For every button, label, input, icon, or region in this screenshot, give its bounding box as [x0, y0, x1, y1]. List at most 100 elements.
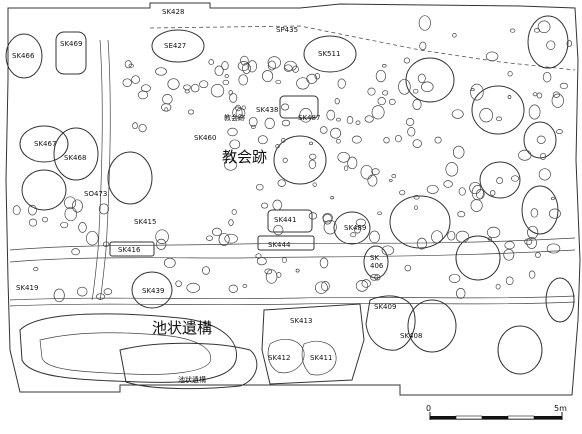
pit-right-8: [521, 185, 559, 235]
posthole: [281, 138, 286, 143]
pit-right-6: [523, 121, 557, 159]
posthole: [552, 91, 561, 98]
label-se427: SE427: [164, 42, 186, 50]
posthole: [131, 75, 140, 84]
posthole: [295, 268, 300, 273]
posthole: [403, 57, 411, 64]
label-church-large: 教会跡: [222, 148, 267, 166]
label-sk444: SK444: [268, 241, 291, 249]
label-sk406-top: SK: [370, 254, 379, 262]
posthole: [371, 105, 385, 120]
posthole: [241, 105, 246, 110]
posthole: [335, 138, 341, 144]
posthole: [504, 241, 515, 250]
posthole: [548, 208, 561, 219]
label-sk511: SK511: [318, 50, 340, 58]
posthole: [282, 157, 288, 163]
posthole: [381, 245, 394, 256]
posthole: [443, 180, 453, 188]
pond-large-inner: [39, 332, 212, 375]
pit-sk467: [19, 125, 69, 163]
posthole: [532, 92, 538, 97]
pit-right-9: [545, 277, 575, 323]
posthole: [71, 199, 83, 213]
pit-sk439: [131, 271, 173, 309]
posthole: [413, 194, 420, 200]
posthole: [511, 175, 520, 182]
posthole: [546, 40, 556, 50]
posthole: [559, 82, 569, 90]
label-sk411: SK411: [310, 354, 332, 362]
posthole: [426, 184, 439, 194]
pond-small-feature: [119, 342, 258, 390]
posthole: [296, 77, 310, 90]
posthole: [222, 79, 230, 86]
posthole: [137, 90, 149, 100]
pit-se427: [151, 29, 205, 63]
posthole: [355, 218, 366, 227]
posthole: [445, 162, 459, 177]
posthole: [312, 182, 317, 187]
posthole: [355, 120, 361, 125]
posthole: [383, 137, 390, 144]
label-sk468: SK468: [64, 154, 86, 162]
posthole: [507, 95, 512, 99]
label-sk489: SK489: [344, 224, 366, 232]
posthole: [28, 218, 38, 227]
label-sk460: SK460: [194, 134, 216, 142]
pit-sk412: [267, 338, 305, 374]
posthole: [224, 233, 238, 244]
posthole: [534, 252, 541, 258]
posthole: [199, 80, 209, 89]
pit-center-big: [107, 151, 153, 205]
posthole: [221, 61, 229, 71]
label-sk439: SK439: [142, 287, 164, 295]
posthole: [469, 181, 482, 195]
posthole: [229, 92, 238, 103]
posthole: [336, 117, 341, 122]
scale-bar-segment-2: [455, 415, 483, 420]
posthole: [202, 266, 210, 275]
posthole: [470, 83, 484, 101]
posthole: [486, 226, 501, 239]
posthole: [155, 229, 169, 244]
posthole: [367, 174, 378, 187]
posthole: [507, 71, 513, 77]
posthole: [382, 64, 387, 68]
posthole: [161, 103, 172, 112]
posthole: [292, 65, 299, 73]
posthole: [518, 149, 532, 161]
posthole: [407, 127, 416, 137]
posthole: [64, 206, 78, 222]
posthole: [224, 74, 229, 79]
posthole: [388, 98, 396, 106]
label-church-small: 教会跡: [224, 113, 245, 122]
posthole: [458, 187, 466, 196]
pit-sk511: [303, 35, 357, 73]
posthole: [351, 135, 362, 144]
pit-sk416: [109, 241, 155, 257]
label-pond-large: 池状遺構: [152, 319, 212, 337]
posthole: [229, 139, 241, 150]
posthole: [542, 71, 552, 83]
posthole: [78, 222, 87, 233]
posthole: [566, 40, 573, 47]
label-sk413: SK413: [290, 317, 312, 325]
posthole: [412, 139, 422, 148]
posthole: [536, 92, 543, 99]
posthole: [416, 237, 427, 250]
pit-sk468: [53, 127, 99, 181]
posthole: [248, 116, 258, 127]
posthole: [256, 257, 267, 266]
pit-right-7: [455, 235, 501, 281]
posthole: [319, 126, 328, 134]
posthole: [262, 70, 274, 83]
label-sk412: SK412: [268, 354, 290, 362]
label-sk408: SK408: [400, 332, 422, 340]
posthole: [419, 41, 427, 51]
posthole: [527, 225, 539, 239]
posthole: [485, 51, 499, 62]
posthole: [538, 168, 551, 181]
pit-right-1: [405, 57, 455, 103]
